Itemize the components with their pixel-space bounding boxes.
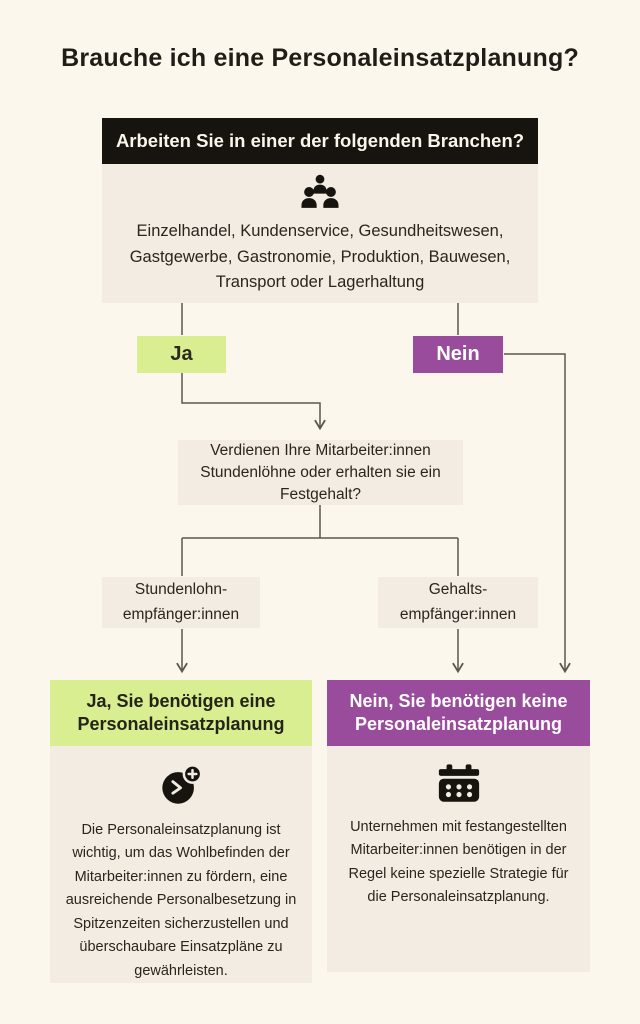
answer-ja-node: Ja: [137, 336, 226, 373]
result-no-header: Nein, Sie benötigen keine Personaleinsat…: [327, 680, 590, 746]
branch-hourly-node: Stundenlohn-empfänger:innen: [102, 577, 260, 628]
result-no-card: Nein, Sie benötigen keine Personaleinsat…: [327, 680, 590, 972]
answer-ja-label: Ja: [170, 343, 193, 365]
result-yes-body: Die Personaleinsatzplanung ist wichtig, …: [50, 746, 312, 984]
answer-nein-label: Nein: [436, 343, 480, 365]
result-yes-text: Die Personaleinsatzplanung ist wichtig, …: [65, 822, 297, 979]
result-no-text: Unternehmen mit festangestellten Mitarbe…: [348, 819, 569, 906]
page-title: Brauche ich eine Personaleinsatzplanung?: [61, 44, 579, 72]
result-yes-card: Ja, Sie benötigen eine Personaleinsatzpl…: [50, 680, 312, 984]
question1-panel: Einzelhandel, Kundenservice, Gesundheits…: [102, 164, 538, 303]
connector-ja-to-q2: [181, 373, 326, 431]
calendar-icon: [436, 762, 482, 805]
question1-industries: Einzelhandel, Kundenservice, Gesundheits…: [129, 222, 511, 292]
question1-header: Arbeiten Sie in einer der folgenden Bran…: [102, 118, 538, 164]
result-no-body: Unternehmen mit festangestellten Mitarbe…: [327, 746, 590, 972]
result-yes-header: Ja, Sie benötigen eine Personaleinsatzpl…: [50, 680, 312, 746]
question2-label: Verdienen Ihre Mitarbeiter:innen Stunden…: [200, 441, 441, 503]
result-yes-title: Ja, Sie benötigen eine Personaleinsatzpl…: [77, 690, 285, 734]
question2-node: Verdienen Ihre Mitarbeiter:innen Stunden…: [178, 440, 463, 505]
answer-nein-node: Nein: [413, 336, 503, 373]
clock-plus-icon: [158, 762, 204, 808]
branch-salary-node: Gehalts-empfänger:innen: [378, 577, 538, 628]
people-group-icon: [297, 174, 343, 215]
result-no-title: Nein, Sie benötigen keine Personaleinsat…: [349, 690, 568, 734]
connector-q2-split: [181, 505, 459, 576]
question1-header-label: Arbeiten Sie in einer der folgenden Bran…: [115, 130, 525, 151]
branch-salary-label: Gehalts-empfänger:innen: [399, 581, 517, 623]
branch-hourly-label: Stundenlohn-empfänger:innen: [122, 581, 240, 623]
